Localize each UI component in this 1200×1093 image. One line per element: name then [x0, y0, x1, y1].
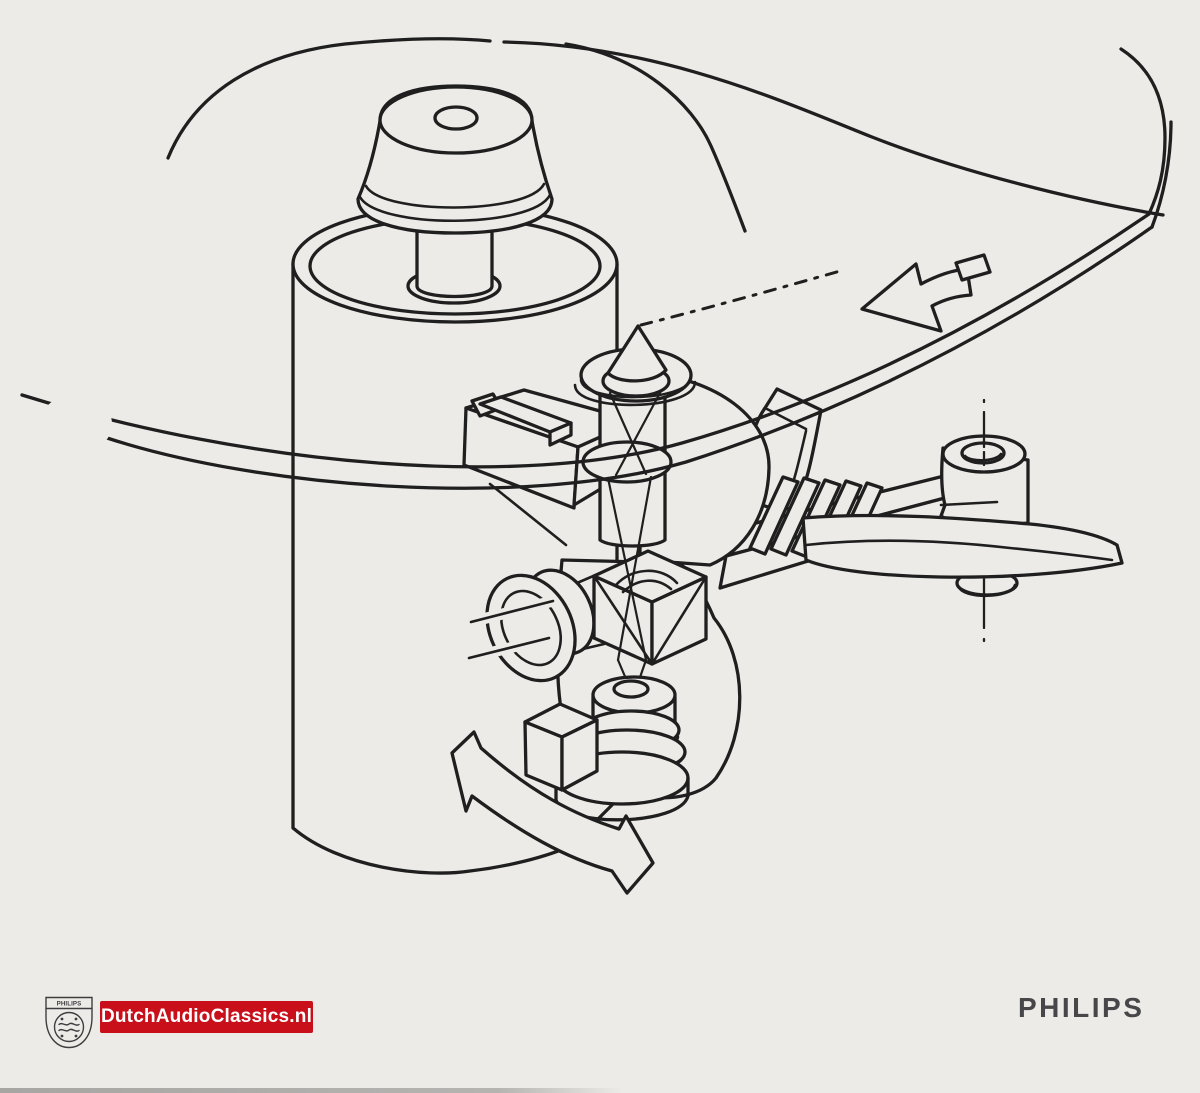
disc-near-rim-top [20, 212, 1151, 469]
scan-blemish [40, 394, 112, 454]
optical-pickup [462, 324, 771, 822]
disc-far-rim-left [166, 37, 492, 160]
watermark-badge-text: DutchAudioClassics.nl [100, 1006, 313, 1027]
laser-pins [467, 599, 555, 660]
disc-right-extremity [1119, 47, 1167, 216]
disc-near-rim-bottom [102, 225, 1154, 490]
focus-cone [606, 324, 668, 383]
transparent-disc [20, 37, 1173, 490]
swing-sweep-arrow [450, 730, 655, 895]
lens-housing [638, 370, 771, 567]
photodiode-aperture [612, 679, 650, 699]
clamp-center-hole [433, 105, 479, 131]
beam-splitter-prism [592, 549, 708, 666]
laser-diode [463, 568, 606, 683]
pivot-bearing [939, 434, 1030, 530]
philips-wordmark: PHILIPS [1018, 992, 1145, 1023]
disc-far-rim-right [502, 40, 1165, 217]
light-beam [606, 389, 663, 688]
shield-label: PHILIPS [57, 1001, 82, 1008]
philips-shield-logo: PHILIPS [45, 996, 93, 1049]
track-path-dashes [639, 269, 842, 327]
disc-clamp [356, 84, 554, 305]
disc-right-extremity-edge [1150, 120, 1173, 229]
spindle-shaft [415, 226, 494, 299]
annotations [450, 253, 992, 895]
focus-coil-cube [523, 702, 599, 792]
swing-arm [801, 513, 1124, 579]
disc-inner-circle [564, 42, 747, 233]
scan-edge-artifact [0, 1088, 622, 1093]
objective-lens [573, 324, 697, 548]
disc-rotation-arrow [860, 253, 992, 333]
watermark-badge: DutchAudioClassics.nl [100, 1001, 313, 1033]
